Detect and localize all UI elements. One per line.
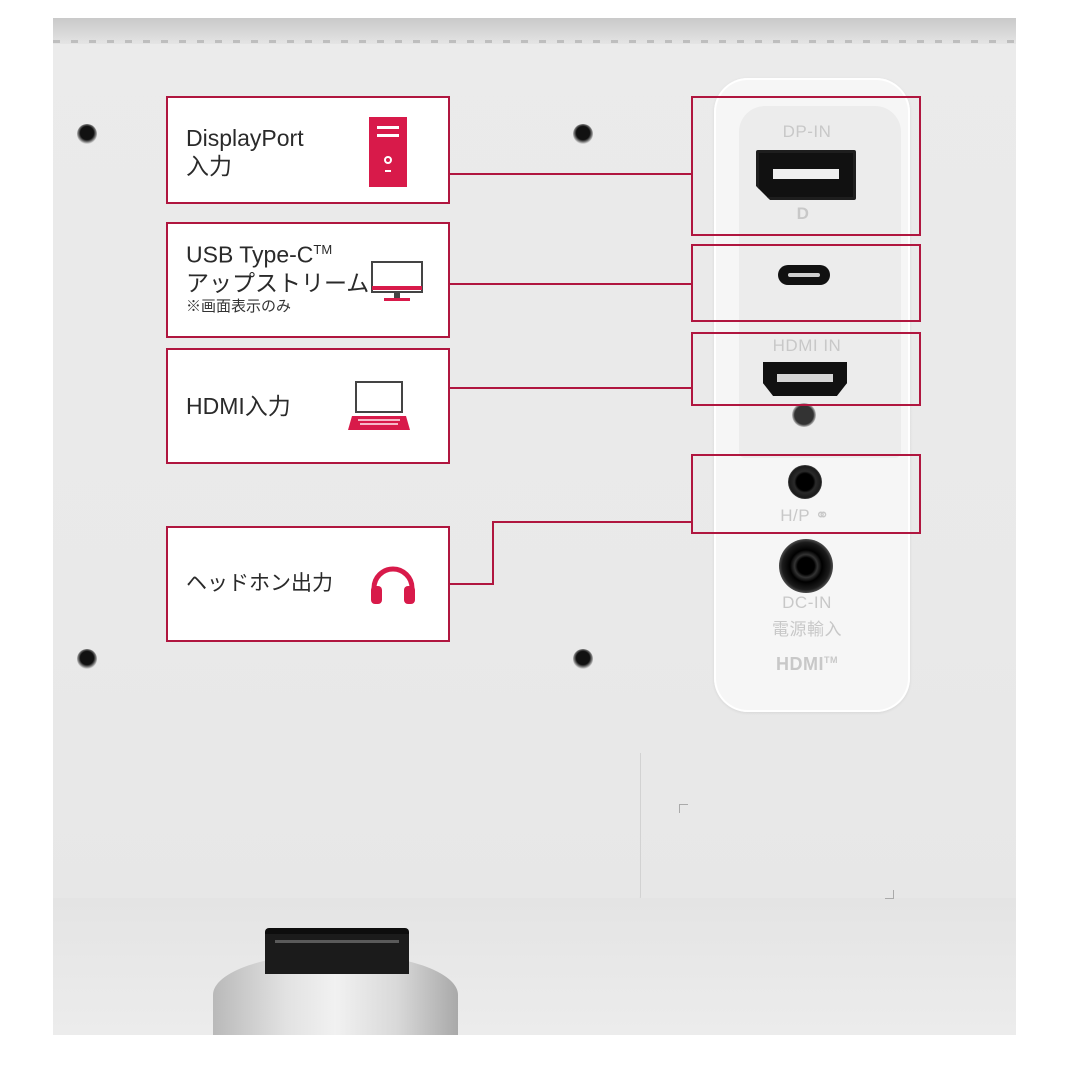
callout-hdmi: HDMI入力 <box>166 348 450 464</box>
monitor-icon <box>370 260 424 309</box>
highlight-headphone <box>691 454 921 534</box>
headphone-symbol-icon: ⚭ <box>815 506 830 525</box>
dp-logo: D <box>796 204 810 223</box>
input-label: 入力 <box>186 153 232 179</box>
upstream-label: アップストリーム <box>186 269 370 296</box>
highlight-hdmi <box>691 332 921 406</box>
dp-in-label: DP-IN <box>782 122 832 141</box>
headphone-output-label: ヘッドホン出力 <box>186 572 333 595</box>
callout-usbc: USB Type-CTM アップストリーム ※画面表示のみ <box>166 222 450 338</box>
highlight-displayport <box>691 96 921 236</box>
displayport-port <box>756 150 856 200</box>
headphone-jack <box>788 465 822 499</box>
connector-headphone <box>448 521 691 585</box>
vesa-screw-hole <box>573 649 593 669</box>
vent-slots <box>53 40 1016 43</box>
hdmi-input-label: HDMI入力 <box>186 393 291 419</box>
displayport-label: DisplayPort <box>186 125 304 151</box>
panel-screw <box>792 403 816 427</box>
hdmi-logo-tm: TM <box>824 655 838 665</box>
callout-displayport: DisplayPort 入力 <box>166 96 450 204</box>
vesa-screw-hole <box>77 124 97 144</box>
dc-in-jack <box>779 539 833 593</box>
top-edge <box>53 18 1016 44</box>
usbc-title: USB Type-CTM <box>186 236 369 269</box>
callout-headphone: ヘッドホン出力 <box>166 526 450 642</box>
dc-in-label: DC-IN <box>782 593 832 612</box>
display-only-note: ※画面表示のみ <box>186 297 292 315</box>
corner-mark <box>679 804 688 813</box>
usb-c-port <box>778 265 830 285</box>
hp-label: H/P ⚭ <box>765 506 845 526</box>
power-input-label: 電源輸入 <box>772 620 842 639</box>
corner-mark <box>885 890 894 899</box>
headphones-icon <box>368 558 418 613</box>
hp-label-text: H/P <box>780 506 810 525</box>
laptop-icon <box>348 380 410 437</box>
monitor-back-panel: DP-IN D HDMI IN H/P ⚭ DC-IN 電源輸入 HDMITM … <box>53 18 1016 1035</box>
callout-displayport-text: DisplayPort 入力 <box>186 124 304 180</box>
hdmi-logo: HDMITM <box>753 654 861 675</box>
usbc-title-text: USB Type-C <box>186 241 314 268</box>
stand-neck <box>265 928 409 974</box>
hdmi-port <box>763 362 847 396</box>
desktop-tower-icon <box>368 116 408 193</box>
vesa-screw-hole <box>77 649 97 669</box>
hdmi-logo-text: HDMI <box>776 654 824 674</box>
callout-usbc-text: USB Type-CTM アップストリーム ※画面表示のみ <box>186 236 369 317</box>
hdmi-in-label: HDMI IN <box>772 336 842 355</box>
vesa-screw-hole <box>573 124 593 144</box>
highlight-usbc <box>691 244 921 322</box>
usbc-tm: TM <box>313 242 333 257</box>
connector-lines <box>448 173 691 585</box>
